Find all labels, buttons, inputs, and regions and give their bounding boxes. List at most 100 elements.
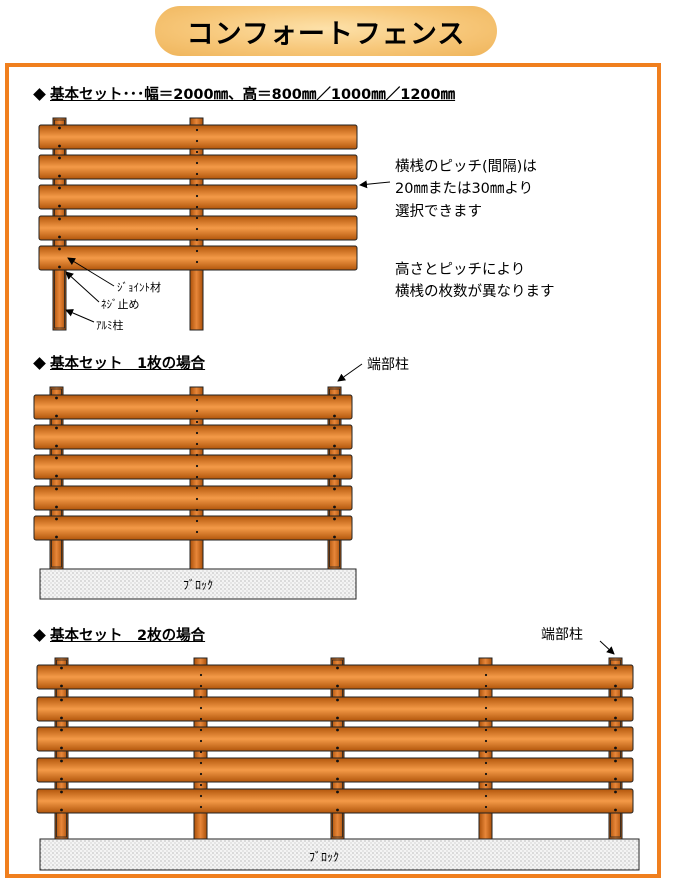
screw-dot <box>333 505 336 509</box>
screw-dot <box>199 673 203 677</box>
rail-board <box>36 696 634 722</box>
rail-board <box>38 124 358 150</box>
pitch-note-line2: 20㎜または30㎜より <box>395 181 534 197</box>
screw-dot <box>195 227 199 231</box>
section2-heading: 基本セット 1枚の場合 <box>33 352 205 373</box>
screw-dot <box>336 698 339 702</box>
screw-dot <box>195 431 199 435</box>
screw-dot <box>199 761 203 765</box>
screw-dot <box>60 759 63 763</box>
screw-dot <box>199 739 203 743</box>
screw-dot <box>55 426 58 430</box>
block-label-2: ﾌﾞﾛｯｸ <box>309 850 340 864</box>
screw-dot <box>614 746 617 750</box>
screw-dot <box>484 805 488 809</box>
screw-dot <box>484 717 488 721</box>
screw-dot <box>60 728 63 732</box>
screw-dot <box>195 486 199 490</box>
screw-dot <box>58 144 61 148</box>
screw-dot <box>195 442 199 446</box>
rail-board <box>33 454 353 480</box>
content-frame <box>5 63 661 878</box>
section3-heading: 基本セット 2枚の場合 <box>33 624 205 645</box>
rail-board <box>36 788 634 814</box>
screw-dot <box>195 194 199 198</box>
screw-dot <box>614 684 617 688</box>
screw-dot <box>195 409 199 413</box>
section1-heading: 基本セット･･･幅＝2000㎜、高＝800㎜／1000㎜／1200㎜ <box>33 83 455 104</box>
fence-one-panel <box>33 386 357 600</box>
screw-dot <box>195 530 199 534</box>
screw-dot <box>199 695 203 699</box>
diamond-bullet-icon <box>33 88 46 101</box>
screw-dot <box>333 444 336 448</box>
screw-dot <box>195 464 199 468</box>
rail-board <box>33 485 353 511</box>
screw-dot <box>333 487 336 491</box>
screw-dot <box>199 783 203 787</box>
screw-dot <box>336 808 339 812</box>
screw-dot <box>195 238 199 242</box>
fence-basic <box>38 117 358 331</box>
screw-dot <box>195 172 199 176</box>
end-post-label-1: 端部柱 <box>367 357 409 373</box>
rail-board <box>38 154 358 180</box>
screw-dot <box>55 456 58 460</box>
block-base <box>39 838 640 871</box>
screw-dot <box>484 761 488 765</box>
screw-dot <box>333 474 336 478</box>
arrow-icon <box>65 271 100 303</box>
screw-dot <box>199 750 203 754</box>
screw-dot <box>484 772 488 776</box>
screw-dot <box>333 396 336 400</box>
screw-dot <box>195 183 199 187</box>
screw-dot <box>60 666 63 670</box>
screw-dot <box>58 186 61 190</box>
screw-dot <box>614 698 617 702</box>
rail-board <box>33 394 353 420</box>
end-post-label-2: 端部柱 <box>541 627 583 643</box>
screw-dot <box>333 414 336 418</box>
screw-dot <box>60 808 63 812</box>
screw-dot <box>614 666 617 670</box>
screw-dot <box>199 794 203 798</box>
screw-dot <box>55 474 58 478</box>
joint-label: ｼﾞｮｲﾝﾄ材 <box>117 281 161 294</box>
screw-dot <box>58 235 61 239</box>
screw-dot <box>484 673 488 677</box>
post-label: ｱﾙﾐ柱 <box>96 319 124 332</box>
screw-dot <box>199 717 203 721</box>
screw-dot <box>336 759 339 763</box>
pitch-note-line1: 横桟のピッチ(間隔)は <box>395 159 537 175</box>
screw-dot <box>58 156 61 160</box>
screw-dot <box>195 453 199 457</box>
screw-dot <box>333 517 336 521</box>
screw-dot <box>336 716 339 720</box>
screw-dot <box>195 161 199 165</box>
screw-dot <box>336 728 339 732</box>
screw-dot <box>333 426 336 430</box>
screw-dot <box>484 684 488 688</box>
screw-dot <box>55 396 58 400</box>
screw-dot <box>484 739 488 743</box>
rail-board <box>33 515 353 541</box>
screw-dot <box>614 777 617 781</box>
screw-dot <box>614 759 617 763</box>
screw-dot <box>333 456 336 460</box>
screw-dot <box>199 728 203 732</box>
screw-dot <box>199 706 203 710</box>
arrow-icon <box>67 257 115 287</box>
screw-dot <box>195 519 199 523</box>
diamond-bullet-icon <box>33 629 46 642</box>
screw-dot <box>614 790 617 794</box>
screw-dot <box>58 174 61 178</box>
screw-dot <box>199 684 203 688</box>
screw-dot <box>614 716 617 720</box>
screw-dot <box>484 695 488 699</box>
screw-dot <box>195 508 199 512</box>
fence-two-panels <box>36 657 640 871</box>
rail-board <box>33 424 353 450</box>
arrow-icon <box>337 363 363 382</box>
screw-dot <box>195 420 199 424</box>
